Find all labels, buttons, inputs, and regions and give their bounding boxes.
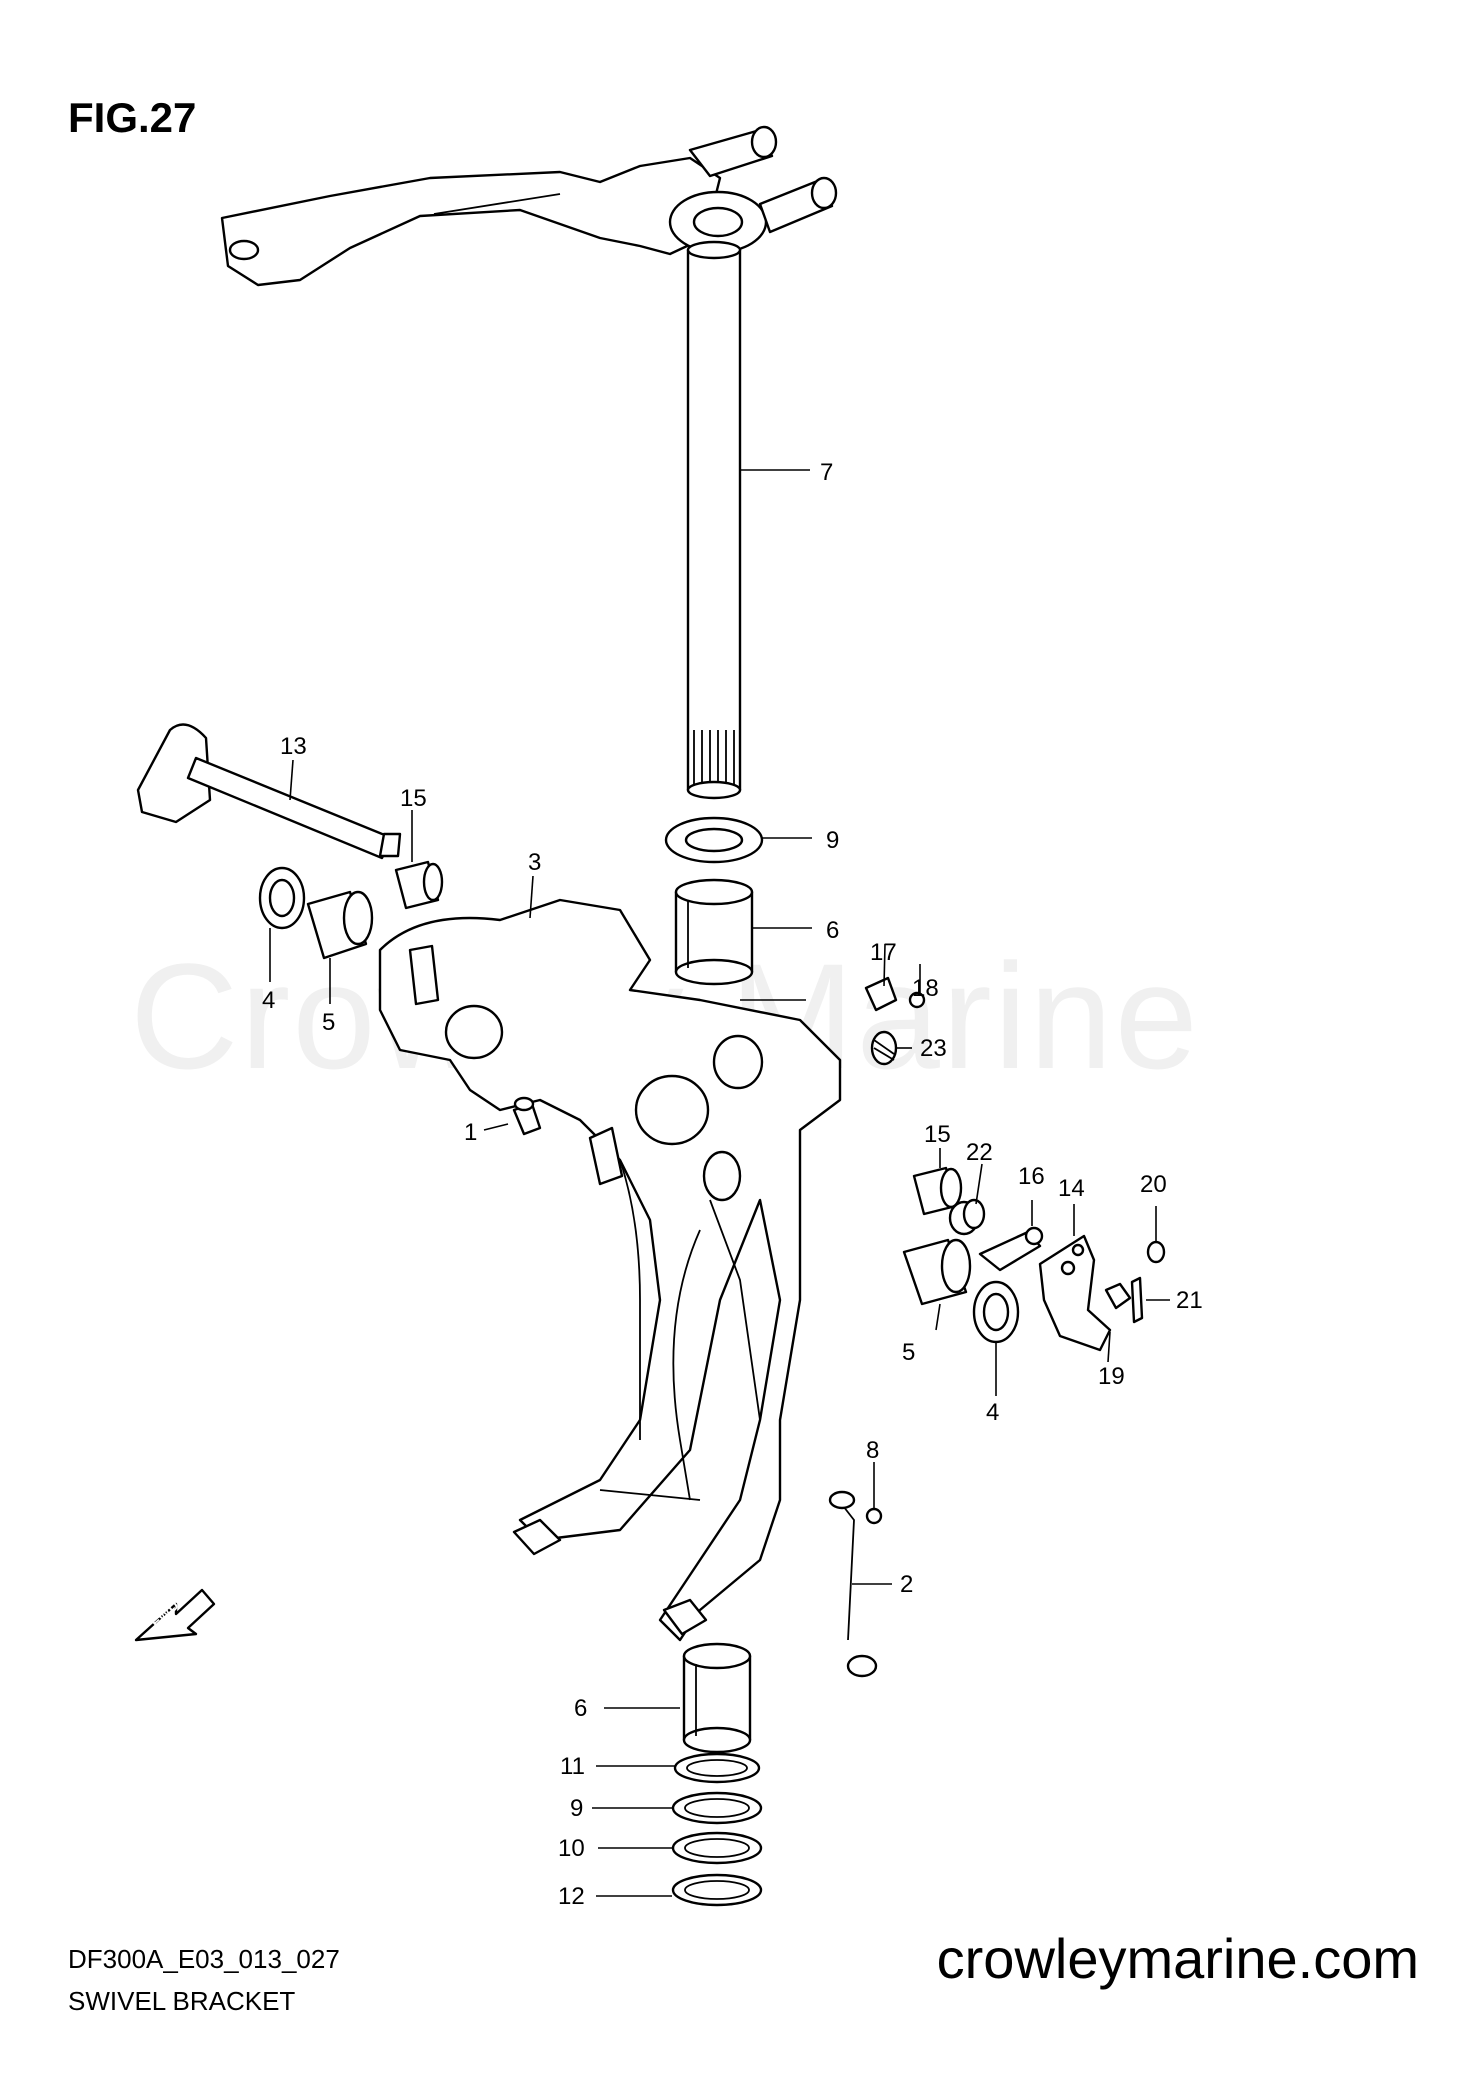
top-bushing xyxy=(674,878,754,986)
grease-nipple xyxy=(512,1096,542,1136)
left-bushing xyxy=(306,890,374,960)
diagram-code: DF300A_E03_013_027 xyxy=(68,1944,340,1974)
bottom-bushing xyxy=(682,1642,752,1754)
washer-20 xyxy=(1146,1240,1166,1264)
callout-21: 21 xyxy=(1176,1287,1203,1314)
callout-8: 8 xyxy=(866,1437,879,1464)
steering-arm xyxy=(220,125,838,287)
callout-4-left: 4 xyxy=(262,987,275,1014)
callout-5-left: 5 xyxy=(322,1009,335,1036)
callout-22: 22 xyxy=(966,1139,993,1166)
spring-22 xyxy=(948,1198,986,1236)
callout-3: 3 xyxy=(528,849,541,876)
tilt-pin xyxy=(136,723,402,860)
callout-15-left: 15 xyxy=(400,785,427,812)
right-washer-4 xyxy=(972,1280,1020,1344)
small-screw-18 xyxy=(908,991,926,1009)
spring-23 xyxy=(870,1030,898,1066)
steering-shaft xyxy=(686,240,742,800)
callout-6-bottom: 6 xyxy=(574,1695,587,1722)
ground-lead xyxy=(828,1490,883,1678)
callout-7: 7 xyxy=(820,459,833,486)
lever-16 xyxy=(978,1226,1044,1272)
callout-17: 17 xyxy=(870,939,897,966)
callout-14: 14 xyxy=(1058,1175,1085,1202)
fwd-arrow: FWD xyxy=(134,1588,216,1642)
callout-9-bottom: 9 xyxy=(570,1795,583,1822)
callout-20: 20 xyxy=(1140,1171,1167,1198)
callout-5-right: 5 xyxy=(902,1339,915,1366)
callout-23: 23 xyxy=(920,1035,947,1062)
swivel-bracket xyxy=(378,898,842,1642)
nut-19 xyxy=(1104,1282,1132,1310)
callout-6-top: 6 xyxy=(826,917,839,944)
callout-4-right: 4 xyxy=(986,1399,999,1426)
left-collar xyxy=(394,860,444,910)
callout-19: 19 xyxy=(1098,1363,1125,1390)
right-bushing-5 xyxy=(902,1238,972,1306)
figure-title: FIG.27 xyxy=(68,94,197,141)
callout-10: 10 xyxy=(558,1835,585,1862)
callout-9-top: 9 xyxy=(826,827,839,854)
callout-13: 13 xyxy=(280,733,307,760)
callout-11: 11 xyxy=(560,1753,585,1780)
callout-16: 16 xyxy=(1018,1163,1045,1190)
callout-1: 1 xyxy=(464,1119,477,1146)
website-label: crowleymarine.com xyxy=(936,1927,1419,1990)
lock-plate xyxy=(864,976,898,1012)
callout-18: 18 xyxy=(912,975,939,1002)
left-washer xyxy=(258,866,306,930)
lock-lever-14 xyxy=(1038,1234,1112,1352)
callout-15-right: 15 xyxy=(924,1121,951,1148)
top-washer xyxy=(664,816,764,864)
callout-labels: 7 13 15 3 9 6 4 5 17 18 23 1 15 22 16 14… xyxy=(262,459,1203,1910)
callout-2: 2 xyxy=(900,1571,913,1598)
callout-12: 12 xyxy=(558,1883,585,1910)
leader-lines xyxy=(269,469,1170,1897)
cotter-pin-21 xyxy=(1130,1276,1144,1324)
diagram-caption: SWIVEL BRACKET xyxy=(68,1986,296,2016)
lower-washers xyxy=(671,1752,763,1907)
